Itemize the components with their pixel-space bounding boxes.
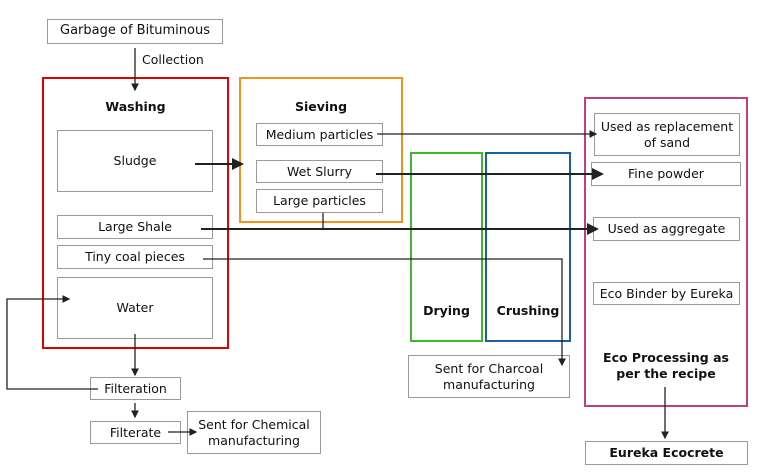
medium-particles-label: Medium particles	[265, 126, 374, 142]
garbage-label: Garbage of Bituminous	[60, 23, 210, 39]
sieving-group	[239, 77, 403, 223]
charcoal-node: Sent for Charcoal manufacturing	[408, 355, 570, 398]
sieving-title: Sieving	[294, 99, 348, 114]
tiny-coal-label: Tiny coal pieces	[85, 249, 185, 265]
chemical-node: Sent for Chemical manufacturing	[187, 411, 321, 454]
ecocrete-node: Eureka Ecocrete	[585, 441, 748, 465]
wet-slurry-label: Wet Slurry	[287, 163, 352, 179]
ecocrete-label: Eureka Ecocrete	[609, 445, 724, 461]
wet-slurry-node: Wet Slurry	[256, 160, 383, 183]
large-shale-node: Large Shale	[57, 215, 213, 239]
fine-powder-label: Fine powder	[628, 166, 704, 182]
filteration-node: Filteration	[90, 377, 181, 400]
replacement-sand-label: Used as replacement of sand	[600, 118, 734, 150]
filterate-label: Filterate	[109, 424, 162, 440]
aggregate-node: Used as aggregate	[593, 217, 740, 241]
eco-binder-node: Eco Binder by Eureka	[593, 282, 740, 305]
crushing-label: Crushing	[496, 303, 560, 318]
filterate-node: Filterate	[90, 421, 181, 444]
drying-label: Drying	[423, 303, 470, 318]
collection-label: Collection	[142, 52, 204, 67]
medium-particles-node: Medium particles	[256, 123, 383, 146]
eco-processing-label: Eco Processing as per the recipe	[603, 350, 729, 381]
garbage-node: Garbage of Bituminous	[47, 19, 223, 44]
filteration-label: Filteration	[104, 380, 167, 396]
eco-binder-label: Eco Binder by Eureka	[599, 285, 734, 301]
fine-powder-node: Fine powder	[591, 162, 741, 186]
eco-group	[584, 97, 748, 407]
replacement-sand-node: Used as replacement of sand	[594, 113, 740, 156]
aggregate-label: Used as aggregate	[607, 221, 726, 237]
large-shale-label: Large Shale	[98, 219, 172, 235]
sludge-label: Sludge	[113, 153, 157, 169]
water-node: Water	[57, 277, 213, 339]
sludge-node: Sludge	[57, 130, 213, 192]
tiny-coal-node: Tiny coal pieces	[57, 245, 213, 269]
large-particles-node: Large particles	[256, 189, 383, 213]
water-label: Water	[116, 300, 154, 316]
large-particles-label: Large particles	[273, 193, 366, 209]
charcoal-label: Sent for Charcoal manufacturing	[434, 360, 544, 392]
washing-title: Washing	[105, 99, 166, 114]
chemical-label: Sent for Chemical manufacturing	[198, 416, 310, 448]
